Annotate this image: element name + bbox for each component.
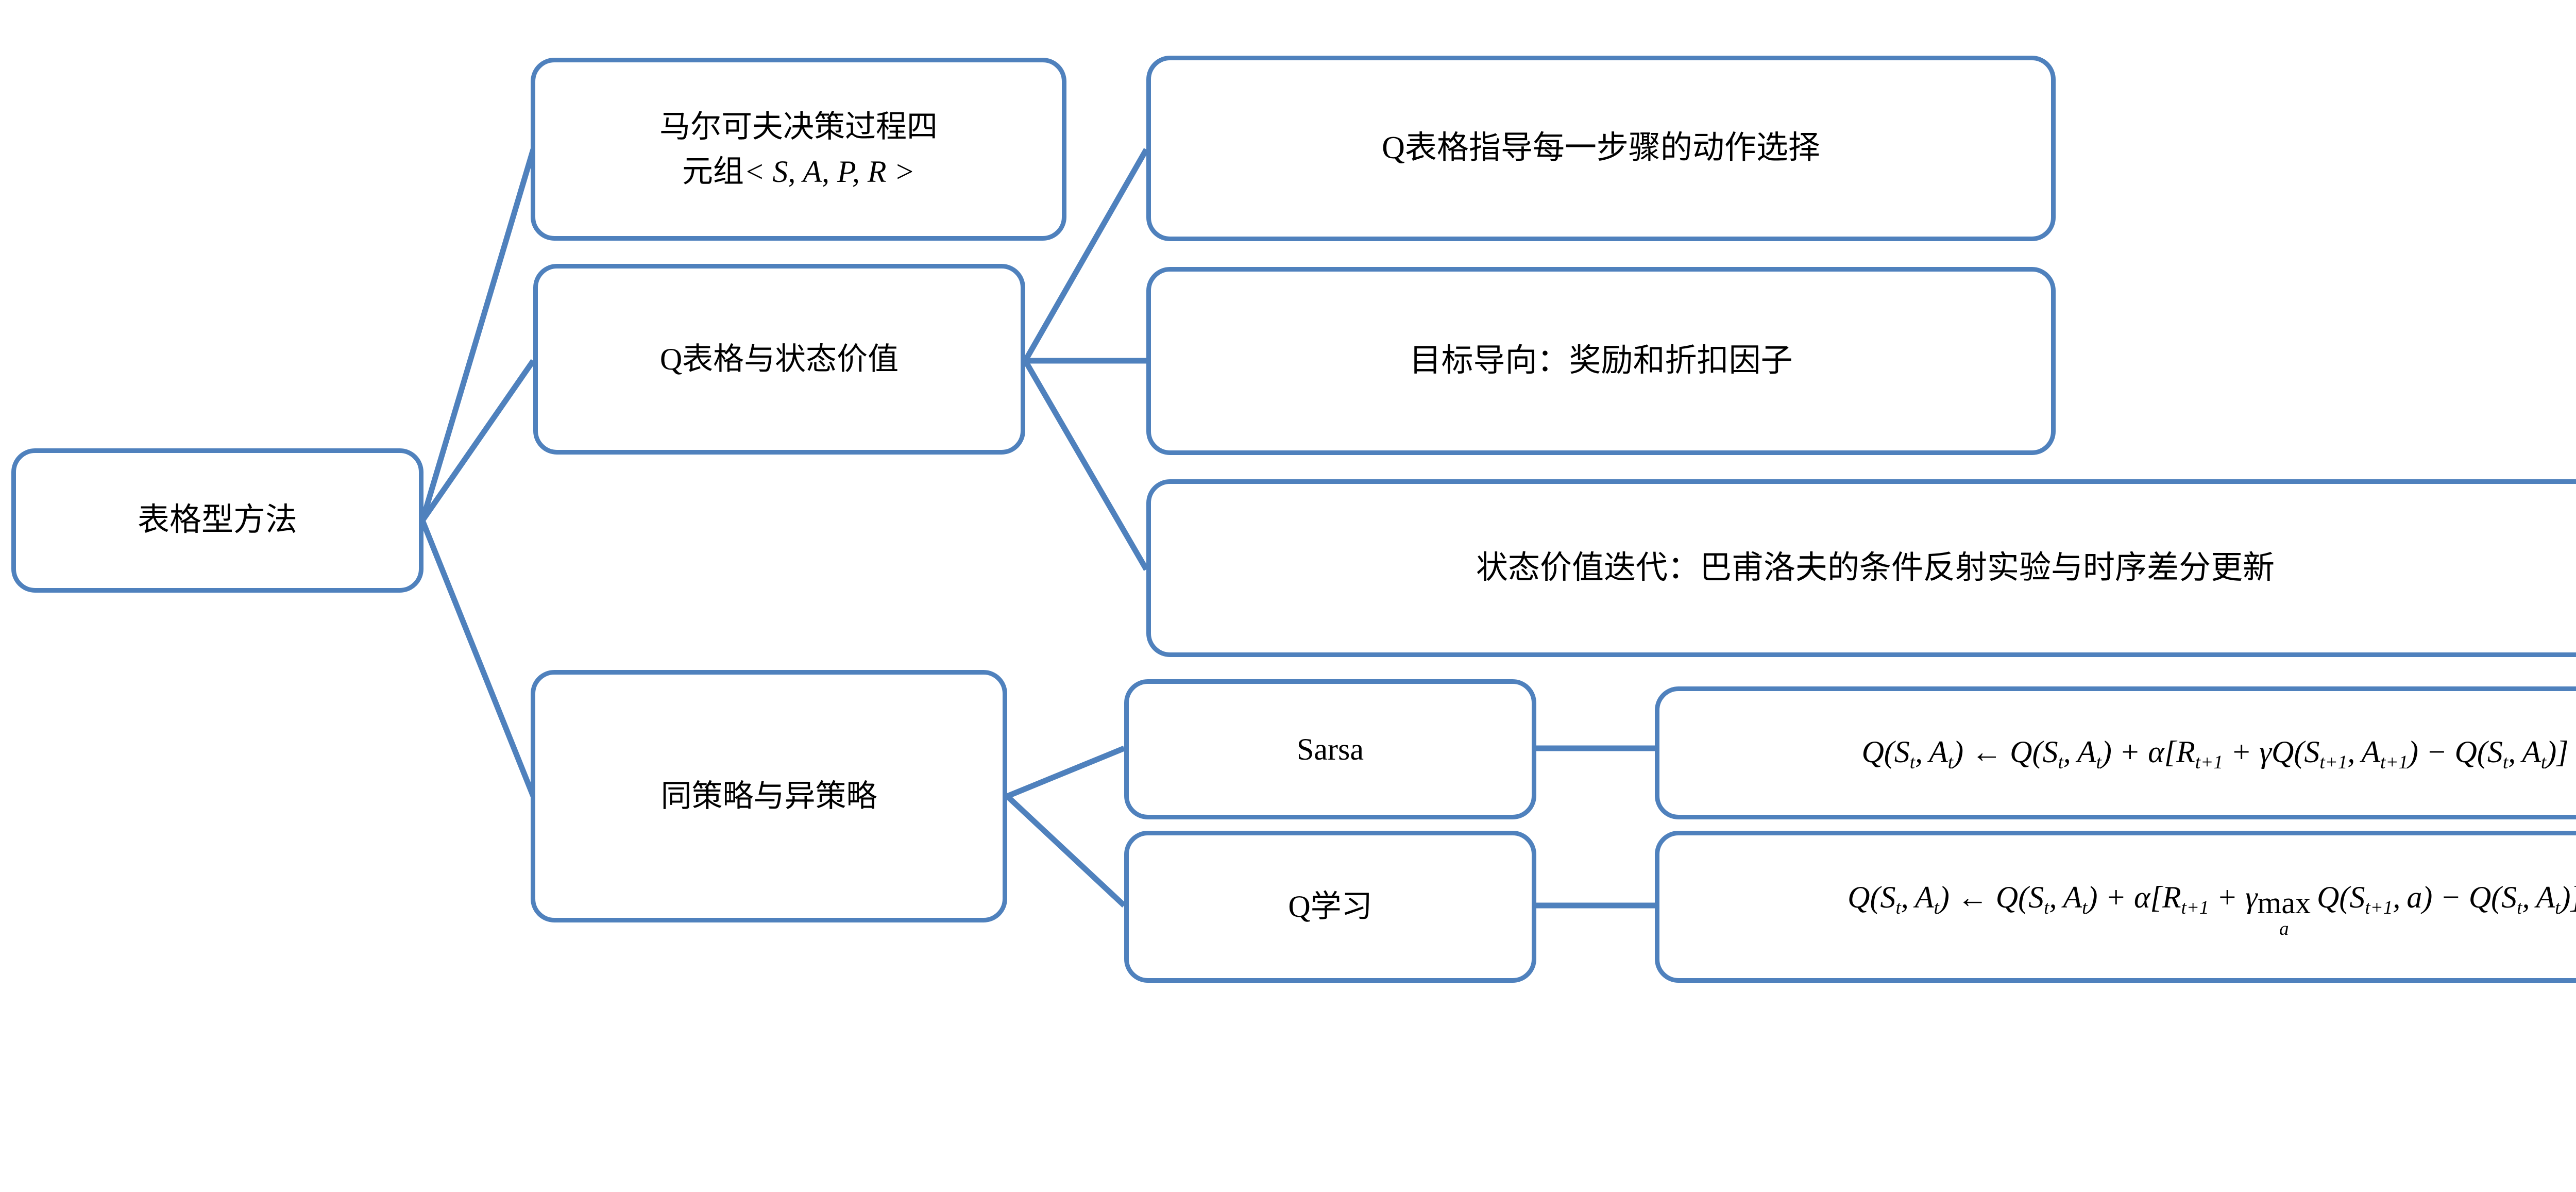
node-policy[interactable]: 同策略与异策略 [531,670,1007,922]
connector-policy-to-qlearning [1005,794,1126,908]
node-q-value[interactable]: 状态价值迭代：巴甫洛夫的条件反射实验与时序差分更新 [1146,479,2576,657]
connector-root-to-qtable [420,359,536,523]
node-qlearning-label: Q学习 [1288,889,1372,924]
node-mdp-label-line1: 马尔可夫决策过程四 [659,109,938,144]
node-root[interactable]: 表格型方法 [11,448,423,593]
node-mdp[interactable]: 马尔可夫决策过程四 元组< S, A, P, R > [531,58,1066,241]
node-q-goal[interactable]: 目标导向：奖励和折扣因子 [1146,267,2056,455]
node-q-value-label: 状态价值迭代：巴甫洛夫的条件反射实验与时序差分更新 [1476,550,2275,585]
node-q-goal-label: 目标导向：奖励和折扣因子 [1409,343,1793,378]
node-q-action-label: Q表格指导每一步骤的动作选择 [1382,130,1820,166]
connector-policy-to-sarsa [1006,745,1126,799]
node-sarsa-formula[interactable]: Q(St, At) ← Q(St, At) + α[Rt+1 + γQ(St+1… [1655,686,2576,819]
node-mdp-math: < S, A, P, R > [743,154,916,189]
node-qtable-label: Q表格与状态价值 [659,342,899,376]
connector-root-to-policy [419,519,536,798]
node-sarsa-formula-text: Q(St, At) ← Q(St, At) + α[Rt+1 + γQ(St+1… [1861,734,2569,773]
node-qlearning[interactable]: Q学习 [1124,831,1536,983]
node-sarsa-label: Sarsa [1297,732,1364,766]
node-root-label: 表格型方法 [137,502,297,538]
node-sarsa[interactable]: Sarsa [1124,679,1536,819]
connector-root-to-mdp [419,148,536,522]
connector-qtable-to-value [1023,359,1149,571]
node-policy-label: 同策略与异策略 [660,779,877,813]
node-mdp-label-line2: 元组< S, A, P, R > [682,154,916,189]
node-q-action[interactable]: Q表格指导每一步骤的动作选择 [1146,56,2056,241]
node-qtable[interactable]: Q表格与状态价值 [533,264,1025,455]
